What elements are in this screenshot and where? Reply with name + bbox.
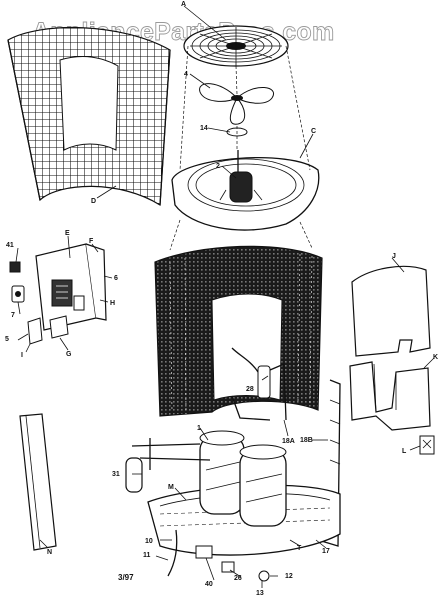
compressor-right [239, 444, 287, 527]
contactor-41 [9, 261, 21, 273]
discharge-piping [131, 438, 211, 470]
callout-26: 26 [234, 575, 242, 582]
callout-31: 31 [112, 471, 120, 478]
callout-2: 2 [216, 163, 220, 170]
callout-6: 6 [114, 275, 118, 282]
callout-N: N [47, 549, 52, 556]
plate-l [419, 435, 435, 455]
panel-j [351, 265, 431, 357]
coil-tubing [231, 347, 287, 421]
callout-14: 14 [200, 125, 208, 132]
capacitor-7 [11, 285, 25, 303]
fan-blade [199, 83, 275, 125]
callout-28: 28 [246, 386, 254, 393]
line-10-11 [167, 529, 178, 577]
condenser-coil [154, 245, 323, 417]
callout-F: F [89, 238, 94, 245]
control-box [35, 243, 107, 331]
callout-11: 11 [143, 552, 151, 559]
callout-D: D [91, 198, 96, 205]
callout-C: C [311, 128, 316, 135]
bracket-i [27, 317, 43, 345]
callout-10: 10 [145, 538, 153, 545]
corner-post [19, 413, 57, 551]
callout-5: 5 [5, 336, 9, 343]
assembly-guide-lines [169, 45, 313, 251]
callout-I: I [21, 352, 23, 359]
service-tubing [317, 379, 341, 547]
cover-g [49, 315, 69, 339]
callout-12: 12 [285, 573, 293, 580]
callout-M: M [168, 484, 174, 491]
date-code: 3/97 [118, 573, 134, 582]
callout-4: 4 [184, 71, 188, 78]
callout-G: G [66, 351, 72, 358]
callout-18B: 18B [300, 437, 313, 444]
callout-E: E [65, 230, 70, 237]
callout-A: A [181, 1, 186, 8]
compressor-left [199, 430, 245, 515]
panel-k [349, 361, 431, 431]
callout-labels: A 4 14 2 C D E F 6 H J K L 41 7 5 I G 28… [5, 1, 438, 597]
service-valves [195, 545, 270, 582]
callout-1: 1 [197, 425, 201, 432]
callout-T: T [297, 545, 302, 552]
accumulator-31 [125, 457, 143, 493]
callout-18A: 18A [282, 438, 295, 445]
callout-J: J [392, 253, 396, 260]
fan-motor [219, 150, 263, 203]
callout-H: H [110, 300, 115, 307]
fan-guard [183, 25, 289, 67]
callout-13: 13 [256, 590, 264, 597]
callout-K: K [433, 354, 438, 361]
callout-41: 41 [6, 242, 14, 249]
callout-7: 7 [11, 312, 15, 319]
callout-40: 40 [205, 581, 213, 588]
callout-L: L [402, 448, 407, 455]
callout-17: 17 [322, 548, 330, 555]
wire-guard-grille [7, 26, 171, 207]
leader-lines [15, 5, 435, 588]
